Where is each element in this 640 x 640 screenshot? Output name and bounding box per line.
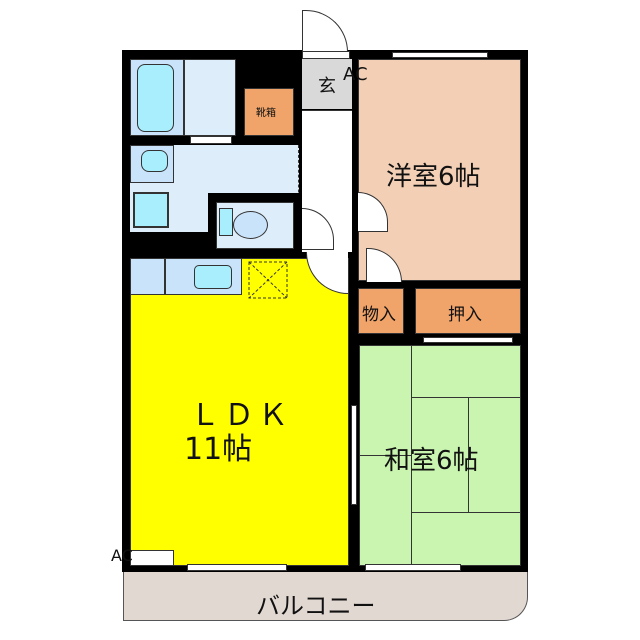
toilet-bowl-icon	[233, 211, 268, 239]
kitchen-counter	[130, 258, 165, 295]
shower-area	[184, 59, 236, 136]
western-room	[358, 59, 521, 281]
balcony	[123, 572, 528, 621]
ldk-window[interactable]	[187, 564, 287, 571]
sink-icon	[194, 265, 232, 289]
tatami-line	[411, 397, 521, 398]
front-door-frame	[302, 51, 350, 59]
washing-machine-icon	[133, 192, 169, 228]
western-room-label: 洋室6帖	[386, 162, 481, 192]
bathtub-icon	[137, 64, 174, 132]
shoe-box	[244, 88, 294, 136]
storage	[358, 288, 404, 334]
japanese-room-sliding-door[interactable]	[351, 405, 357, 505]
entrance-label: 玄	[318, 76, 336, 97]
tatami-line	[411, 345, 412, 566]
ldk	[130, 258, 349, 566]
ldk-ac-label: AC	[111, 546, 133, 565]
western-room-window[interactable]	[392, 52, 488, 58]
closet-label: 押入	[448, 305, 482, 325]
japanese-room-label: 和室6帖	[384, 446, 479, 476]
tatami-line	[468, 397, 469, 512]
ldk-size-label: 11帖	[184, 432, 253, 467]
ldk-label: ＬＤＫ	[190, 398, 292, 433]
tatami-line	[359, 455, 411, 456]
closet	[415, 288, 521, 334]
toilet-tank-icon	[219, 208, 233, 236]
front-door[interactable]	[302, 10, 348, 52]
closet-sliding-door[interactable]	[423, 337, 513, 343]
shoe-box-label: 靴箱	[256, 108, 276, 119]
ac-unit	[130, 550, 174, 566]
balcony-label: バルコニー	[256, 592, 376, 620]
japanese-room-window[interactable]	[365, 564, 461, 571]
entrance-ac-label: AC	[343, 64, 368, 85]
washbasin-bowl	[141, 150, 168, 172]
storage-label: 物入	[362, 305, 396, 325]
bath-door[interactable]	[190, 136, 232, 144]
tatami-line	[411, 512, 521, 513]
entrance	[302, 59, 352, 109]
range-hood-icon	[248, 261, 288, 299]
